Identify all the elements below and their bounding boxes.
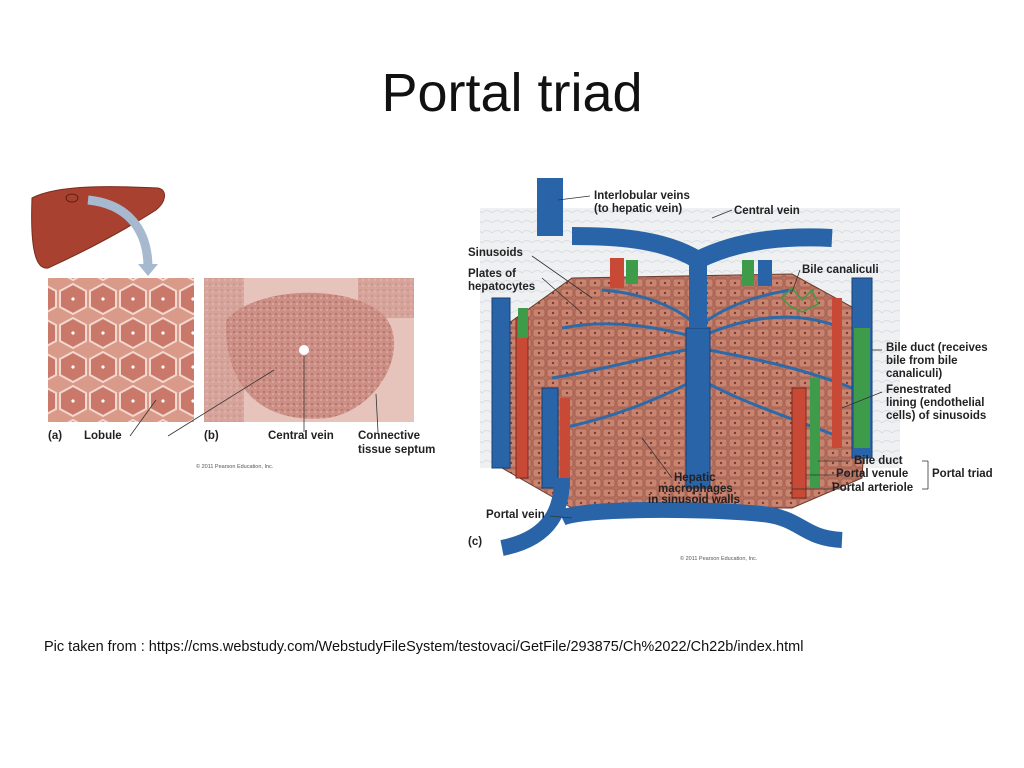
portal-triad-label: Portal triad	[932, 468, 993, 480]
septum-label-line1: Connective	[358, 430, 420, 442]
liver-lobule-illustration	[31, 186, 414, 437]
plates-label-2: hepatocytes	[468, 281, 536, 293]
hepatic-label-1: Hepatic	[674, 472, 716, 484]
fenestrated-label-3: cells) of sinusoids	[886, 410, 987, 422]
portal-triad-illustration	[480, 178, 929, 556]
left-copyright: © 2011 Pearson Education, Inc.	[196, 464, 274, 470]
interlobular-label-2: (to hepatic vein)	[594, 203, 683, 215]
right-copyright: © 2011 Pearson Education, Inc.	[680, 556, 758, 562]
bile-duct-label-2: bile from bile	[886, 355, 958, 367]
panel-b-label: (b)	[204, 430, 219, 442]
septum-label-line2: tissue septum	[358, 444, 436, 456]
bile-duct-label-3: canaliculi)	[886, 368, 943, 380]
hepatic-label-3: in sinusoid walls	[648, 494, 741, 506]
bile-duct-small-label: Bile duct	[854, 455, 903, 467]
central-vein	[685, 327, 711, 489]
fenestrated-label-1: Fenestrated	[886, 384, 952, 396]
source-note: Pic taken from : https://cms.webstudy.co…	[44, 639, 804, 655]
lobule-micrograph	[48, 278, 194, 422]
fenestrated-label-2: lining (endothelial	[886, 397, 985, 409]
portal-vein-label: Portal vein	[486, 509, 545, 521]
central-vein-label-right: Central vein	[734, 205, 800, 217]
central-vein-label: Central vein	[268, 430, 334, 442]
lobule-label: Lobule	[84, 430, 122, 442]
panel-c-label: (c)	[468, 536, 483, 548]
bile-canaliculi	[780, 286, 819, 313]
bile-canaliculi-label: Bile canaliculi	[802, 264, 879, 276]
panel-a-label: (a)	[48, 430, 63, 442]
liver-lobule-figure: (a) Lobule (b) Central vein Connective t…	[28, 180, 448, 480]
portal-arteriole-label: Portal arteriole	[832, 482, 914, 494]
portal-venule-label: Portal venule	[836, 468, 909, 480]
sinusoids-label: Sinusoids	[468, 247, 523, 259]
portal-vein	[500, 477, 843, 556]
portal-triad-figure: Interlobular veins (to hepatic vein) Cen…	[462, 178, 1012, 570]
slide-title: Portal triad	[381, 63, 643, 123]
bile-duct-label-1: Bile duct (receives	[886, 342, 988, 354]
magnify-arrow-icon	[87, 195, 153, 269]
plates-label-1: Plates of	[468, 268, 516, 280]
liver-icon	[31, 186, 165, 269]
hepatic-label-2: macrophages	[658, 483, 733, 495]
interlobular-label-1: Interlobular veins	[594, 190, 690, 202]
